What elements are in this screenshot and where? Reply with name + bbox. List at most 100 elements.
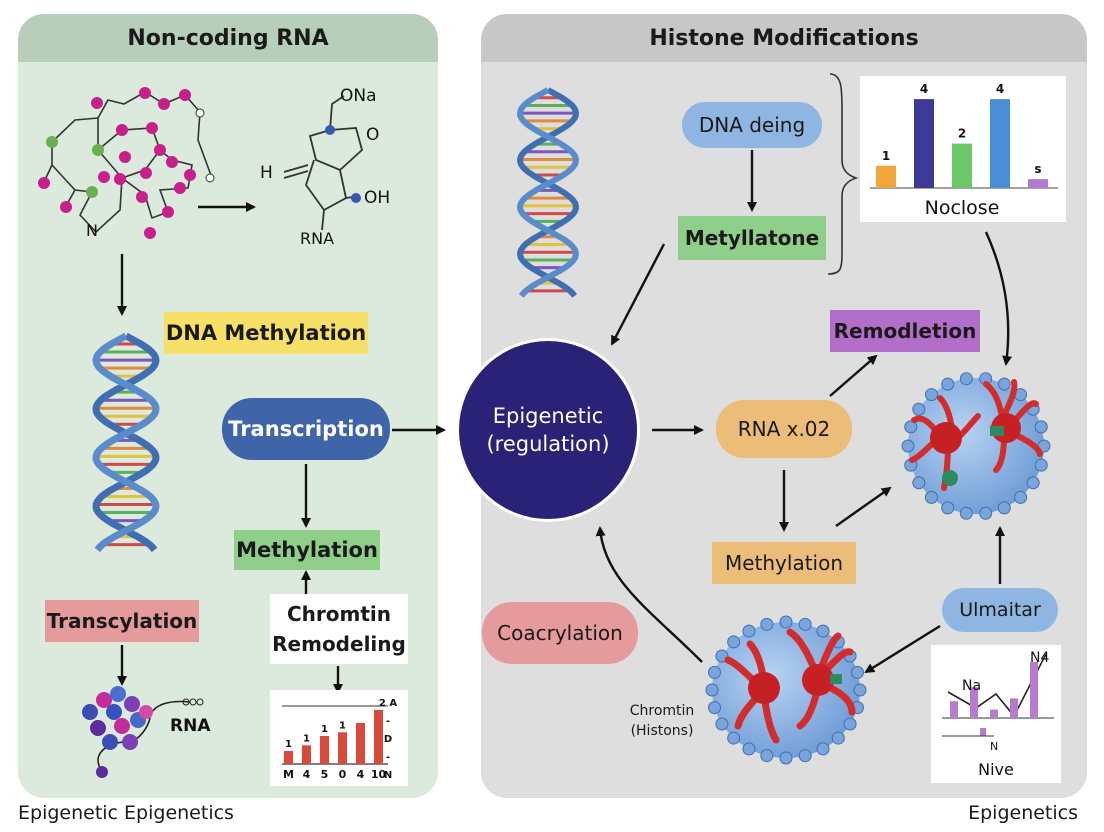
chromatin-histons-label: Chromtin (Histons) (616, 700, 708, 742)
nucleosome-bead (760, 749, 774, 763)
product-oh-label: OH (364, 188, 390, 208)
chart3-small-bar (980, 728, 986, 736)
nucleosome-bead (1034, 458, 1048, 472)
nucleosome-bead (742, 624, 756, 638)
coacrylation-pill: Coacrylation (482, 602, 638, 664)
chart1-bar (1028, 179, 1048, 188)
dna-helix-left (92, 332, 160, 553)
product-h-label: H (260, 163, 273, 183)
nucleosome-bead (705, 683, 719, 697)
product-atom-1 (325, 125, 335, 135)
nucleosome-bead (708, 701, 722, 715)
nucleosome-right (901, 372, 1051, 520)
epigenetic-line1: Epigenetic (492, 404, 604, 428)
chart1-data-label: 4 (996, 82, 1004, 96)
chart1-bar (914, 99, 934, 188)
chart1-bar (990, 99, 1010, 188)
nucleosome-bead (941, 501, 955, 515)
footer-left-caption: Epigenetic Epigenetics (18, 802, 234, 824)
product-ona-label: ONa (340, 86, 377, 106)
nucleosome-bead (727, 731, 741, 745)
nucleosome-bead (959, 506, 973, 520)
nucleosome-bead (831, 731, 845, 745)
panel-title-noncoding-rna: Non-coding RNA (18, 14, 438, 62)
epigenetic-line2: (regulation) (486, 432, 610, 456)
nucleosome-bead (816, 742, 830, 756)
chart2-tick-label: M (283, 768, 294, 781)
chart2-side-label: N (384, 770, 392, 781)
chart2-bar (284, 750, 293, 764)
chart1-bar (876, 165, 896, 188)
nucleosome-bead (742, 742, 756, 756)
chromatin-nucleosome (705, 615, 867, 765)
bracket (827, 73, 859, 275)
nucleosome-bead (941, 377, 955, 391)
chart2-data-label: 1 (321, 724, 328, 735)
nucleosome-bead (901, 439, 915, 453)
chromatin-remodeling-line1: Chromtin (286, 602, 391, 626)
nucleosome-bead (924, 388, 938, 402)
chart2-side-label: - (386, 716, 390, 727)
chart3-xlabel: Nive (978, 760, 1014, 779)
rna-x02-pill: RNA x.02 (716, 400, 852, 458)
chart-bottom-right: Na N4 N Nive (931, 645, 1061, 783)
arrow-metyllatone-to-epigenetic (610, 243, 666, 346)
nucleosome-bead (997, 501, 1011, 515)
product-structure (283, 95, 364, 231)
arrow-methylation-to-nucleosome (835, 486, 892, 527)
chart2-data-label: 1 (339, 720, 346, 731)
metyllatone-label: Metyllatone (678, 216, 826, 260)
nucleosome-bead (904, 420, 918, 434)
nucleosome-bead (979, 506, 993, 520)
molecule-n-label: N (86, 221, 98, 240)
product-rna-label: RNA (300, 229, 334, 248)
nucleosome-bead (959, 372, 973, 386)
methylation-right-label: Methylation (712, 542, 856, 584)
dna-deing-pill: DNA deing (682, 102, 822, 148)
methylation-left-label: Methylation (234, 530, 380, 570)
nucleosome-bead (1026, 476, 1040, 490)
chart2-bar (302, 745, 311, 764)
chart3-label-na: Na (962, 678, 981, 694)
protein-cluster (82, 686, 204, 778)
chart1-data-label: s (1034, 162, 1041, 176)
nucleosome-bead (853, 683, 867, 697)
nucleosome-bead (727, 635, 741, 649)
chart2-side-label: D (384, 734, 392, 745)
chart1-xlabel: Noclose (925, 197, 1000, 219)
nucleosome-bead (997, 377, 1011, 391)
nucleosome-bead (924, 490, 938, 504)
epigenetic-regulation-circle: Epigenetic (regulation) (456, 338, 640, 522)
arrow-ulmaitar-to-chromatin (864, 624, 941, 674)
chart1-data-label: 4 (920, 82, 928, 96)
nucleosome-bead (798, 617, 812, 631)
footer-right-caption: Epigenetics (968, 802, 1078, 824)
nucleosome-bead (708, 665, 722, 679)
nucleosome-bead (760, 617, 774, 631)
chart3-label-n: N (990, 740, 998, 753)
nucleosome-bead (798, 749, 812, 763)
nucleosome-bead (779, 615, 793, 629)
transcylation-label: Transcylation (45, 600, 199, 642)
chromatin-remodeling-line2: Remodeling (272, 632, 406, 656)
nucleosome-bead (912, 402, 926, 416)
nucleosome-bead (843, 717, 857, 731)
panel-title-histone-modifications: Histone Modifications (481, 14, 1087, 62)
protein-rna-label: RNA (170, 716, 211, 736)
nucleosome-bead (1014, 490, 1028, 504)
chart3-bar (1030, 662, 1038, 718)
chart2-data-label: 1 (285, 739, 292, 750)
nucleosome-bead (816, 624, 830, 638)
chart2-bar (320, 736, 329, 764)
nucleosome-bead (850, 665, 864, 679)
chart2-tick-label: 0 (339, 768, 347, 781)
chart2-bar (338, 732, 347, 764)
arrow-rnax02-to-remodletion (829, 354, 878, 397)
chart3-bar (970, 687, 978, 718)
chart3-bar (990, 709, 998, 718)
chart2-side-label: - (386, 752, 390, 763)
product-o-label: O (366, 125, 379, 145)
